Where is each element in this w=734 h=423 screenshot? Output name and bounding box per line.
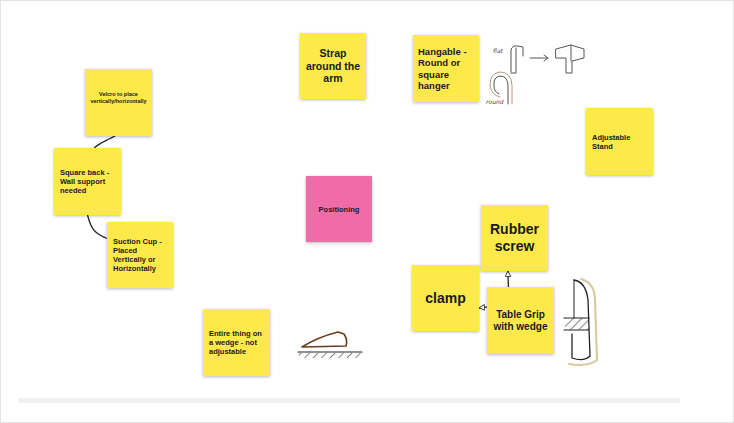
- grip-front: [574, 280, 575, 318]
- topic-note: Positioning: [306, 176, 372, 242]
- table-hatch: [565, 318, 589, 330]
- sticky-note: Velcro to place vertically/horizontally: [85, 69, 152, 136]
- note-text: Square back - Wall support needed: [60, 168, 115, 195]
- sketch-annotation: round: [486, 98, 504, 105]
- note-text: Positioning: [311, 205, 367, 214]
- sticky-note: Adjustable Stand: [586, 108, 653, 175]
- link-line: [88, 215, 108, 239]
- table-edge: [564, 318, 589, 330]
- note-text: Velcro to place vertically/horizontally: [90, 91, 147, 104]
- sticky-note: Square back - Wall support needed: [54, 148, 121, 215]
- arrow: [479, 306, 487, 308]
- wedge-sketch: [298, 332, 362, 358]
- link-line: [94, 136, 115, 148]
- note-text: Entire thing on a wedge - not adjustable: [209, 329, 264, 356]
- ground-hatch: [299, 353, 361, 358]
- table-grip-sketch: [564, 279, 597, 365]
- hanger-sketch: [490, 45, 584, 104]
- sticky-note: Hangable - Round or square hanger: [413, 35, 479, 102]
- arrow: [507, 271, 509, 287]
- sketch-annotation: flat: [493, 47, 503, 54]
- sketch-arrow: [530, 55, 548, 61]
- sticky-note: Suction Cup - Placed Vertically or Horiz…: [107, 222, 173, 288]
- note-text: Strap around the arm: [305, 47, 361, 85]
- sticky-note: Rubber screw: [481, 205, 548, 271]
- wedge-shape: [302, 332, 347, 347]
- note-text: Hangable - Round or square hanger: [418, 46, 474, 92]
- sticky-note: Entire thing on a wedge - not adjustable: [203, 309, 270, 376]
- note-text: Table Grip with wedge: [492, 309, 549, 333]
- square-hook-back: [511, 48, 516, 73]
- sticky-note: clamp: [412, 265, 479, 331]
- sticky-note: Strap around the arm: [300, 33, 366, 99]
- note-text: Adjustable Stand: [592, 133, 647, 151]
- ground-line: [298, 351, 362, 352]
- square-hanger-edge: [571, 45, 572, 61]
- note-text: Suction Cup - Placed Vertically or Horiz…: [113, 237, 167, 273]
- note-text: clamp: [415, 290, 476, 307]
- note-text: Rubber screw: [484, 221, 545, 255]
- square-hook: [511, 46, 523, 72]
- bottom-bar: [18, 398, 680, 403]
- sticky-note: Table Grip with wedge: [487, 287, 554, 354]
- square-hanger: [556, 45, 584, 73]
